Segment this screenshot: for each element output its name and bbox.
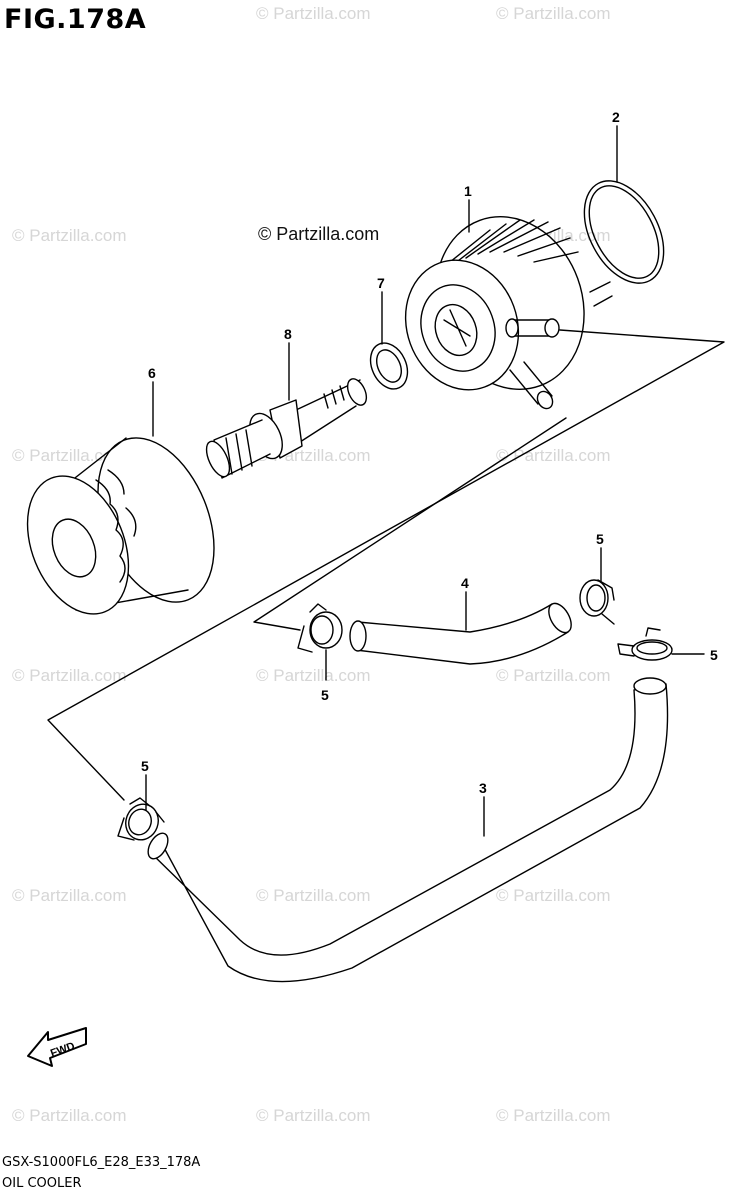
watermark: © Partzilla.com <box>496 446 611 465</box>
hose-clamp[interactable] <box>579 579 615 625</box>
callout-label: 2 <box>612 109 620 125</box>
watermark: © Partzilla.com <box>496 886 611 905</box>
assembly-line <box>253 417 567 631</box>
watermark: © Partzilla.com <box>256 4 371 23</box>
callout-label: 4 <box>461 575 469 591</box>
assembly-line <box>47 329 725 801</box>
watermark: © Partzilla.com <box>256 666 371 685</box>
partzilla-watermark: © Partzilla.com <box>258 224 380 244</box>
hose-clamp[interactable] <box>297 603 343 653</box>
fwd-label: FWD <box>49 1040 77 1060</box>
oil-filter[interactable] <box>8 421 236 629</box>
watermark: © Partzilla.com <box>256 1106 371 1125</box>
callout-label: 8 <box>284 326 292 342</box>
callout-label: 5 <box>141 758 149 774</box>
watermark: © Partzilla.com <box>12 886 127 905</box>
fwd-arrow-icon <box>27 1027 87 1067</box>
watermark: © Partzilla.com <box>12 1106 127 1125</box>
callout-label: 5 <box>710 647 718 663</box>
callout-label: 6 <box>148 365 156 381</box>
hose-clamp[interactable] <box>617 627 673 661</box>
watermark: © Partzilla.com <box>496 4 611 23</box>
watermark: © Partzilla.com <box>12 226 127 245</box>
callout-label: 1 <box>464 183 472 199</box>
gasket[interactable] <box>363 337 414 395</box>
o-ring-large[interactable] <box>568 167 680 296</box>
callout-label: 5 <box>596 531 604 547</box>
callout-label: 7 <box>377 275 385 291</box>
oil-cooler[interactable] <box>388 196 613 412</box>
diagram-code: GSX-S1000FL6_E28_E33_178A <box>2 1155 201 1170</box>
hose-clamp[interactable] <box>117 797 165 844</box>
diagram-caption: OIL COOLER <box>2 1176 82 1191</box>
figure-title: FIG.178A <box>4 4 147 35</box>
hose-long[interactable] <box>144 677 669 983</box>
watermark: © Partzilla.com <box>256 886 371 905</box>
union-bolt[interactable] <box>202 376 370 480</box>
watermark: © Partzilla.com <box>496 1106 611 1125</box>
hose-short[interactable] <box>349 600 576 665</box>
watermark: © Partzilla.com <box>496 666 611 685</box>
callout-label: 5 <box>321 687 329 703</box>
callout-label: 3 <box>479 780 487 796</box>
watermark: © Partzilla.com <box>12 666 127 685</box>
